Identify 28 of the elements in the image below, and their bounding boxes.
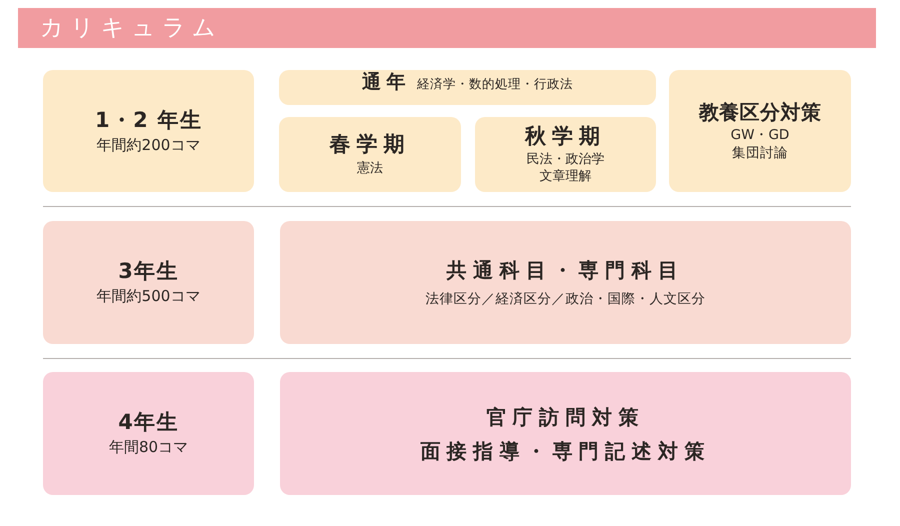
course-heading: 共通科目・専門科目 <box>446 256 684 283</box>
subject-list: 経済学・数的処理・行政法 <box>417 76 574 92</box>
grade-heading: 3年生 <box>118 258 179 286</box>
term-heading: 通年 <box>362 70 412 95</box>
curriculum-card <box>280 372 851 495</box>
hours-text: 年間約200コマ <box>96 136 200 156</box>
curriculum-card <box>279 117 461 192</box>
curriculum-card <box>43 372 254 495</box>
section-title: カリキュラム <box>18 8 876 48</box>
curriculum-card <box>43 70 254 192</box>
hours-text: 年間約500コマ <box>96 287 200 307</box>
course-heading: 官庁訪問対策 <box>486 404 645 430</box>
subject-list: 法律区分／経済区分／政治・国際・人文区分 <box>426 290 706 308</box>
topic-heading: 教養区分対策 <box>698 99 822 126</box>
term-heading: 春学期 <box>330 131 410 158</box>
subject-list: 憲法 <box>357 160 383 178</box>
topic-detail: GW・GD集団討論 <box>730 127 790 163</box>
term-heading: 秋学期 <box>525 122 606 150</box>
course-heading: 面接指導・専門記述対策 <box>420 438 711 464</box>
grade-heading: 4年生 <box>118 409 179 436</box>
grade-heading: 1・2 年生 <box>94 106 202 134</box>
curriculum-card <box>280 221 851 344</box>
curriculum-card <box>43 221 254 344</box>
curriculum-card <box>279 70 656 105</box>
hours-text: 年間80コマ <box>108 438 188 458</box>
curriculum-card <box>475 117 656 192</box>
curriculum-card <box>669 70 851 192</box>
subject-list: 民法・政治学文章理解 <box>522 152 610 186</box>
